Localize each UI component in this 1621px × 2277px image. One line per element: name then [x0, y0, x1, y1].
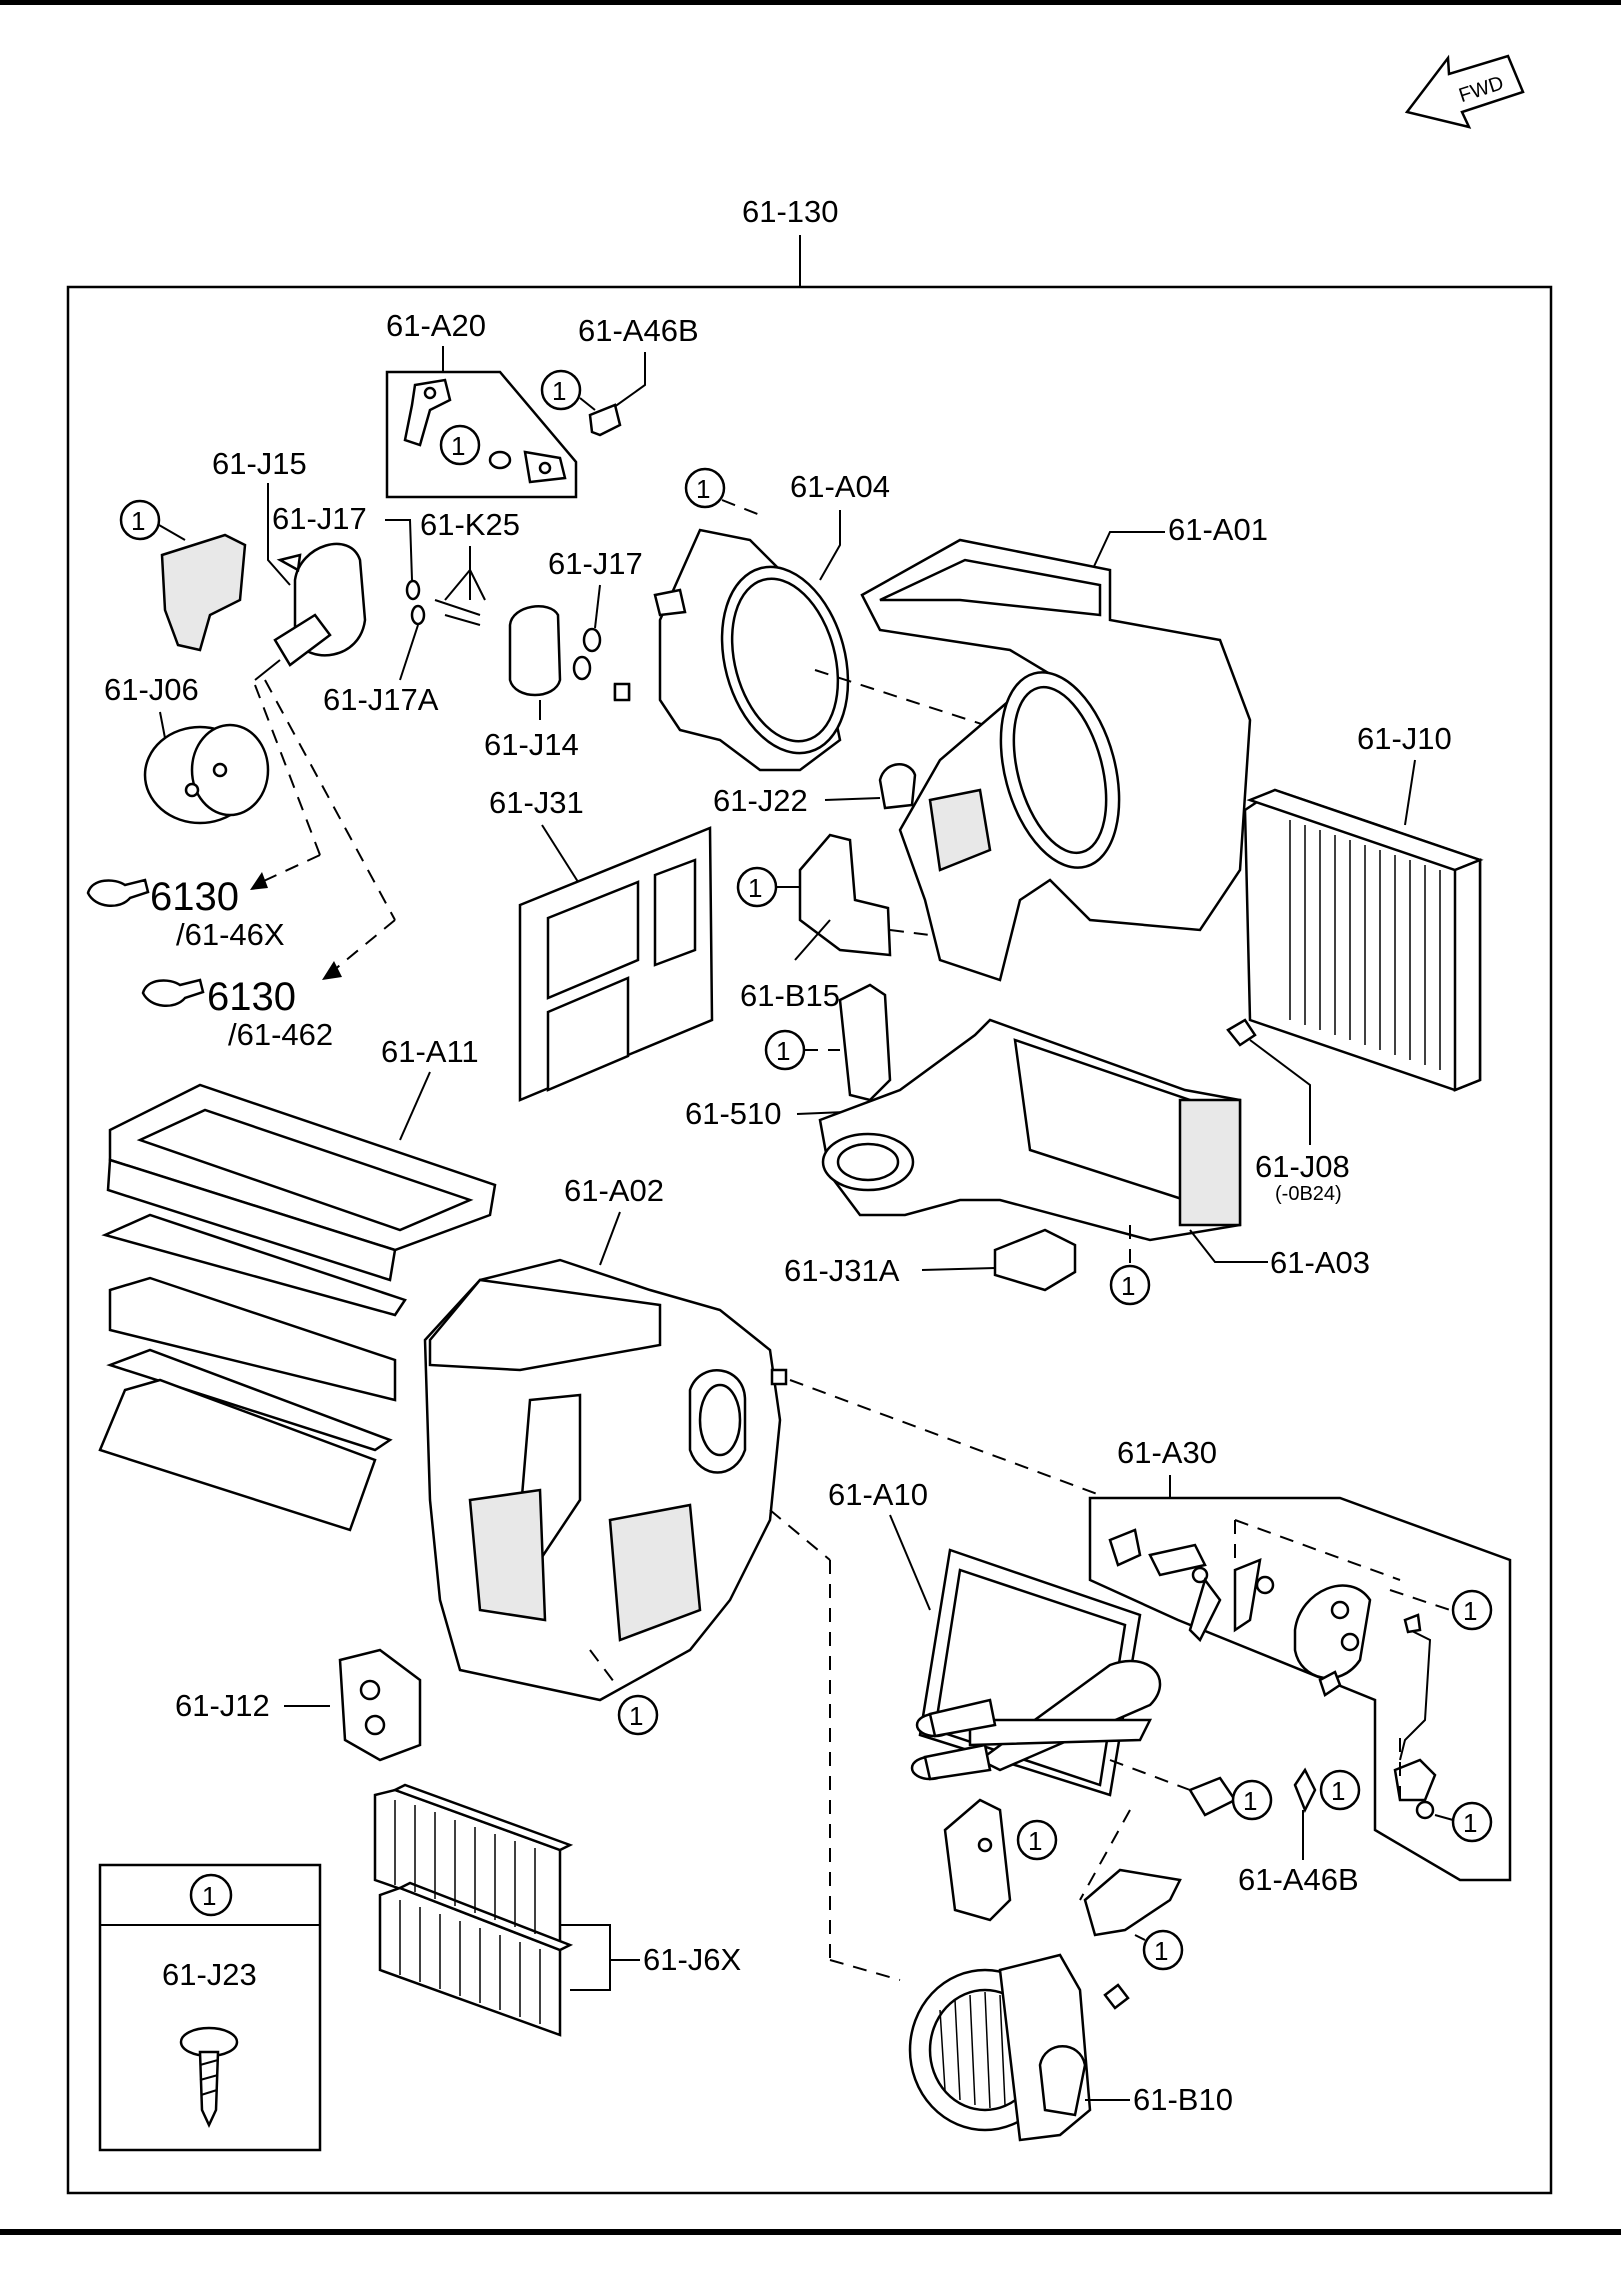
a20-lever-part: [403, 378, 452, 447]
label-61-A04: 61-A04: [790, 469, 890, 504]
label-61-A10: 61-A10: [828, 1477, 928, 1512]
label-61-A11: 61-A11: [381, 1034, 479, 1069]
callout-1: 1: [451, 431, 465, 461]
j31a-seal-part: [993, 1228, 1077, 1292]
pointing-hand-icon: [141, 978, 205, 1007]
callout-1: 1: [1121, 1271, 1135, 1301]
legend-part-label: 61-J23: [162, 1957, 257, 1992]
label-61-J17A: 61-J17A: [323, 682, 439, 717]
j14-expansion-valve: [508, 605, 562, 697]
reference-page: 6130: [207, 975, 296, 1019]
callout-1: 1: [552, 376, 566, 406]
s510-seal-part: [838, 983, 892, 1102]
a46b-clip-part: [588, 403, 622, 437]
pointing-hand-icon: [86, 878, 150, 907]
label-61-A03: 61-A03: [1270, 1245, 1370, 1280]
a20-group-box: [385, 370, 578, 499]
legend-box: 1 61-J23: [98, 1863, 322, 2152]
reference-61-462[interactable]: 6130 /61-462: [141, 975, 333, 1052]
b10-screw: [1103, 1983, 1130, 2010]
label-61-J14: 61-J14: [484, 727, 579, 762]
label-61-J31: 61-J31: [489, 785, 584, 820]
label-61-J17-b: 61-J17: [548, 546, 643, 581]
callout-1: 1: [629, 1701, 643, 1731]
j6x-filter-elements: [373, 1783, 574, 2037]
label-61-130: 61-130: [742, 194, 839, 229]
callout-1: 1: [1154, 1936, 1168, 1966]
label-61-J10: 61-J10: [1357, 721, 1452, 756]
callout-1: 1: [1331, 1776, 1345, 1806]
screw-icon: [179, 2026, 239, 2128]
bottom-rule: [0, 2229, 1621, 2235]
callout-1: 1: [1463, 1808, 1477, 1838]
j12-seal-part: [338, 1648, 422, 1762]
j31-filter-seal: [518, 826, 714, 1102]
reference-page: 6130: [150, 875, 239, 919]
label-61-J06: 61-J06: [104, 672, 199, 707]
callout-1: 1: [1243, 1786, 1257, 1816]
label-61-J17: 61-J17: [272, 501, 367, 536]
label-61-A01: 61-A01: [1168, 512, 1268, 547]
assembly-frame: [66, 285, 1553, 2195]
callout-1: 1: [131, 506, 145, 536]
b10-blower-motor: [908, 1953, 1092, 2142]
reference-sub: /61-462: [228, 1017, 333, 1052]
callout-1: 1: [1463, 1596, 1477, 1626]
a30-linkage-parts: [1108, 1528, 1437, 1820]
label-61-J08: 61-J08: [1255, 1149, 1350, 1184]
a11-filter-cover: [98, 1083, 497, 1532]
a02-main-case: [423, 1258, 782, 1702]
callout-1: 1: [748, 873, 762, 903]
reference-61-46X[interactable]: 6130 /61-46X: [86, 875, 285, 952]
label-61-K25: 61-K25: [420, 507, 520, 542]
label-61-B15: 61-B15: [740, 978, 840, 1013]
j08-clip-part: [1226, 1018, 1257, 1047]
a10-clip-part: [1188, 1776, 1237, 1817]
j15-actuator-bracket: [160, 533, 247, 652]
label-61-A20: 61-A20: [386, 308, 486, 343]
label-61-B10: 61-B10: [1133, 2082, 1233, 2117]
j06-gasket-part: [143, 723, 270, 825]
label-61-J31A: 61-J31A: [784, 1253, 900, 1288]
j17-o-ring: [405, 579, 421, 601]
b15-duct-part: [798, 833, 892, 957]
top-rule: [0, 0, 1621, 5]
callout-1: 1: [1028, 1826, 1042, 1856]
a04-clip: [613, 682, 631, 702]
a03-lower-case: [818, 1018, 1242, 1242]
label-61-A02: 61-A02: [564, 1173, 664, 1208]
label-61-A46B-top: 61-A46B: [578, 313, 699, 348]
label-61-J22: 61-J22: [713, 783, 808, 818]
callout-1: 1: [696, 474, 710, 504]
a02-clip: [770, 1368, 788, 1386]
j22-drain-part: [878, 763, 917, 810]
label-61-A30: 61-A30: [1117, 1435, 1217, 1470]
a10-heater-core: [910, 1548, 1162, 1797]
b10-duct-bracket: [943, 1798, 1012, 1922]
label-61-J6X: 61-J6X: [643, 1942, 742, 1977]
reference-sub: /61-46X: [176, 917, 285, 952]
label-61-A46B-bottom: 61-A46B: [1238, 1862, 1359, 1897]
callout-1: 1: [776, 1036, 790, 1066]
a46b-clip-lower: [1293, 1767, 1317, 1814]
a30-lower-bracket: [1083, 1868, 1182, 1937]
label-61-J08-note: (-0B24): [1275, 1183, 1342, 1205]
label-61-J15: 61-J15: [212, 446, 307, 481]
a04-intake-housing: [613, 528, 850, 772]
a01-upper-case: [860, 538, 1252, 982]
a30-group-box: [1088, 1496, 1512, 1882]
legend-symbol: 1: [202, 1881, 216, 1911]
j10-evaporator-core: [1243, 788, 1484, 1092]
fwd-arrow-icon: FWD: [1404, 54, 1525, 129]
label-61-510: 61-510: [685, 1096, 782, 1131]
label-61-J12: 61-J12: [175, 1688, 270, 1723]
